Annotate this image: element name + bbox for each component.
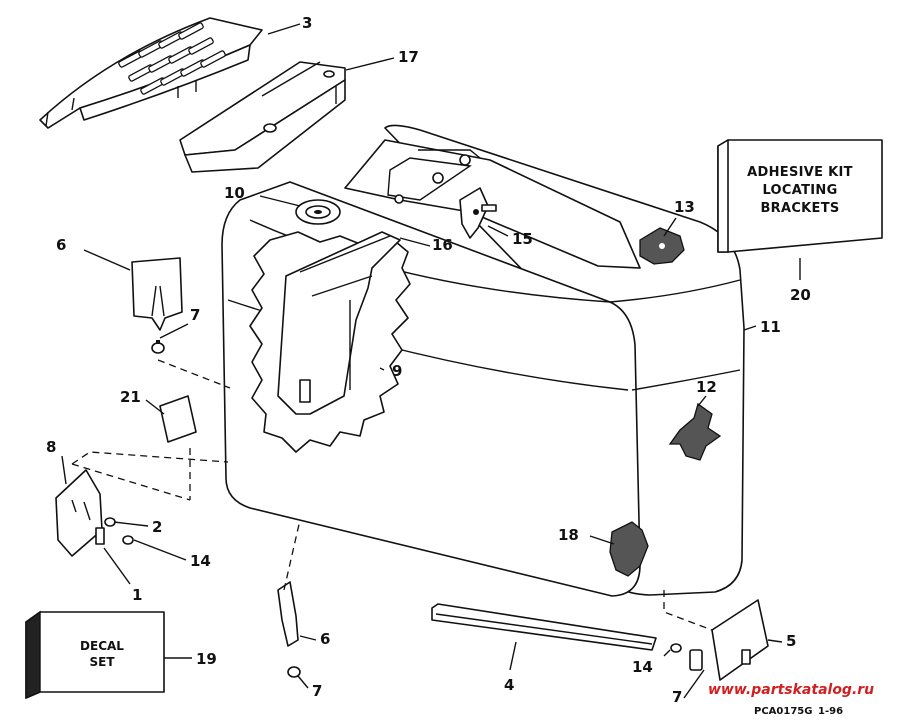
decal-set-box: DECAL SET — [25, 610, 165, 700]
callout-14-left: 14 — [190, 552, 211, 570]
part-14-screw-left — [122, 535, 134, 545]
callout-8: 8 — [46, 438, 56, 456]
part-2-screw — [104, 517, 116, 527]
assembly-lines — [71, 359, 713, 631]
callout-12: 12 — [696, 378, 717, 396]
adhesive-kit-box: ADHESIVE KIT LOCATING BRACKETS — [717, 139, 883, 253]
callout-11: 11 — [760, 318, 781, 336]
callout-7-right: 7 — [672, 688, 682, 706]
part-4-seal-strip — [431, 603, 657, 651]
figure-date: 1-96 — [818, 706, 843, 717]
callout-18: 18 — [558, 526, 579, 544]
callout-6-lower: 6 — [320, 630, 330, 648]
part-3-grille-cover — [39, 17, 263, 129]
callout-3: 3 — [302, 14, 312, 32]
callout-14-right: 14 — [632, 658, 653, 676]
adhesive-kit-line1: ADHESIVE KIT — [747, 165, 853, 180]
part-14-screw-right — [670, 643, 703, 671]
callout-6-upper: 6 — [56, 236, 66, 254]
callout-19: 19 — [196, 650, 217, 668]
decal-set-line1: DECAL — [80, 639, 124, 653]
part-10-grommet — [295, 199, 341, 225]
callout-21: 21 — [120, 388, 141, 406]
part-5-bracket — [711, 599, 769, 681]
adhesive-kit-line3: BRACKETS — [760, 201, 839, 216]
part-7-screw-upper — [151, 340, 165, 354]
callout-20: 20 — [790, 286, 811, 304]
callout-17: 17 — [398, 48, 419, 66]
callout-5: 5 — [786, 632, 796, 650]
callouts: 3 17 10 6 7 21 8 2 14 1 16 15 13 11 12 9… — [46, 14, 811, 706]
part-9-cutaway-panel — [249, 231, 411, 453]
part-13-locating-bracket — [639, 227, 685, 265]
callout-15: 15 — [512, 230, 533, 248]
decal-set-line2: SET — [89, 655, 115, 669]
callout-10: 10 — [224, 184, 245, 202]
callout-4: 4 — [504, 676, 514, 694]
part-21-decal — [159, 395, 197, 443]
callout-2: 2 — [152, 518, 162, 536]
adhesive-kit-line2: LOCATING — [762, 183, 837, 198]
callout-13: 13 — [674, 198, 695, 216]
part-7-screw-lower — [287, 666, 301, 678]
part-12-locating-bracket — [668, 402, 722, 461]
watermark-text: www.partskatalog.ru — [708, 682, 874, 698]
callout-7-upper: 7 — [190, 306, 200, 324]
callout-7-lower: 7 — [312, 682, 322, 700]
callout-9: 9 — [392, 362, 402, 380]
part-6-bracket-lower — [277, 581, 299, 647]
leader-lines — [61, 23, 801, 699]
part-17-intake-cover — [179, 61, 346, 173]
part-6-bracket-upper — [131, 257, 183, 331]
callout-16: 16 — [432, 236, 453, 254]
callout-1: 1 — [132, 586, 142, 604]
part-8-bracket — [55, 469, 105, 557]
part-15-bracket — [459, 187, 497, 239]
part-18-locating-bracket — [609, 521, 649, 577]
footer: www.partskatalog.ru PCA0175G 1-96 — [708, 682, 874, 717]
figure-code: PCA0175G — [754, 706, 812, 717]
